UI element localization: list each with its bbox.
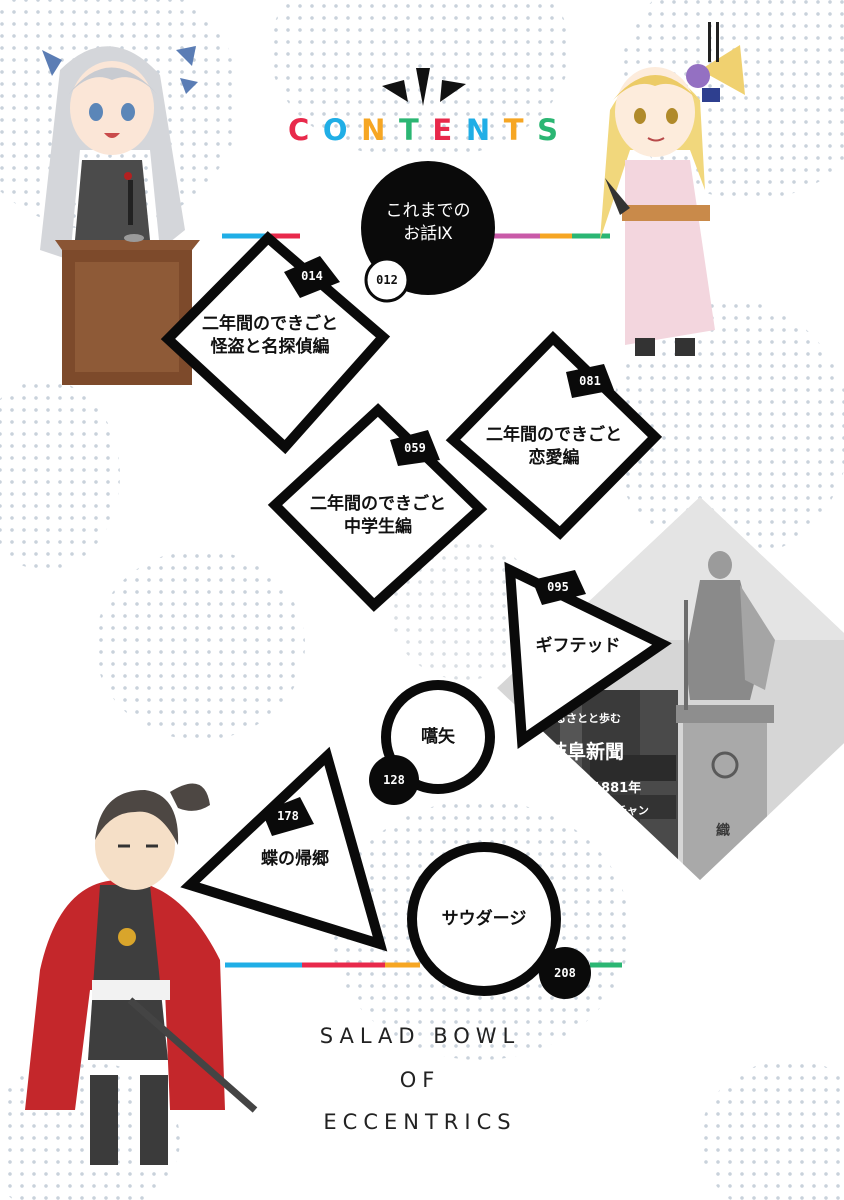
chapter-6-page: 178	[277, 809, 299, 823]
chapter-4-page: 095	[547, 580, 569, 594]
chapter-1-page: 014	[301, 269, 323, 283]
chapter-7-circle[interactable]	[407, 842, 561, 996]
tagline-line-2: OF	[399, 1068, 441, 1092]
title-letter: N	[465, 112, 491, 147]
title-letter: N	[361, 112, 386, 147]
page-badge-128	[369, 755, 419, 805]
silver-haired-girl-illustration	[40, 46, 200, 385]
blonde-kimono-girl-illustration	[600, 22, 745, 356]
tagline-line-1: SALAD BOWL	[319, 1024, 521, 1048]
chapter-6-triangle[interactable]	[180, 746, 388, 952]
chapter-4-title: ギフテッド	[535, 636, 621, 656]
title-letter: T	[399, 112, 419, 147]
chapter-0-page: 012	[376, 273, 398, 287]
chapter-7-page: 208	[554, 966, 576, 980]
flower-crest-icon	[711, 751, 739, 779]
photo-sign-pillar: 織	[716, 822, 730, 839]
page-badge-081	[566, 364, 614, 398]
chapter-3-page: 081	[579, 374, 601, 388]
page-badge-208	[539, 947, 591, 999]
photo-sign-newspaper: 岐阜新聞	[548, 740, 624, 763]
page-badge-014	[284, 256, 340, 298]
samurai-boy-illustration	[25, 783, 258, 1165]
flower-crest-icon	[118, 928, 136, 946]
title-letter: T	[503, 112, 524, 147]
chapter-7-title: サウダージ	[441, 909, 527, 929]
page-badge-178	[262, 797, 314, 836]
page-badge-095	[532, 570, 586, 605]
dot-pattern-mid-left	[95, 550, 305, 740]
chapter-2-page: 059	[404, 441, 426, 455]
title-letter: E	[432, 112, 453, 147]
title-letter: C	[288, 112, 310, 147]
chapter-3-title: 二年間のできごと 恋愛編	[486, 425, 622, 468]
title-letter: S	[537, 112, 558, 147]
dot-pattern-left	[0, 380, 120, 570]
chapter-1-diamond[interactable]	[160, 231, 391, 455]
photo-sign-shop: ぎふチャン	[594, 803, 649, 817]
chapter-5-page: 128	[383, 773, 405, 787]
chapter-1-title: 二年間のできごと 怪盗と名探偵編	[202, 314, 338, 357]
title-letter: O	[322, 112, 348, 147]
chapter-0-title: これまでの お話Ⅸ	[385, 201, 471, 244]
chapter-2-diamond[interactable]	[267, 403, 488, 612]
photo-sign-year: 1881年	[592, 780, 641, 796]
burst-triangles-icon	[382, 68, 466, 106]
chapter-2-title: 二年間のできごと 中学生編	[310, 494, 446, 537]
chapter-6-title: 蝶の帰郷	[261, 849, 329, 869]
tagline-line-3: ECCENTRICS	[323, 1110, 517, 1134]
page-badge-059	[390, 430, 440, 466]
chapter-4-triangle[interactable]	[504, 561, 672, 750]
chapter-5-title: 嚆矢	[421, 727, 455, 747]
chapter-3-diamond[interactable]	[445, 330, 663, 540]
page-badge-012	[364, 257, 410, 303]
